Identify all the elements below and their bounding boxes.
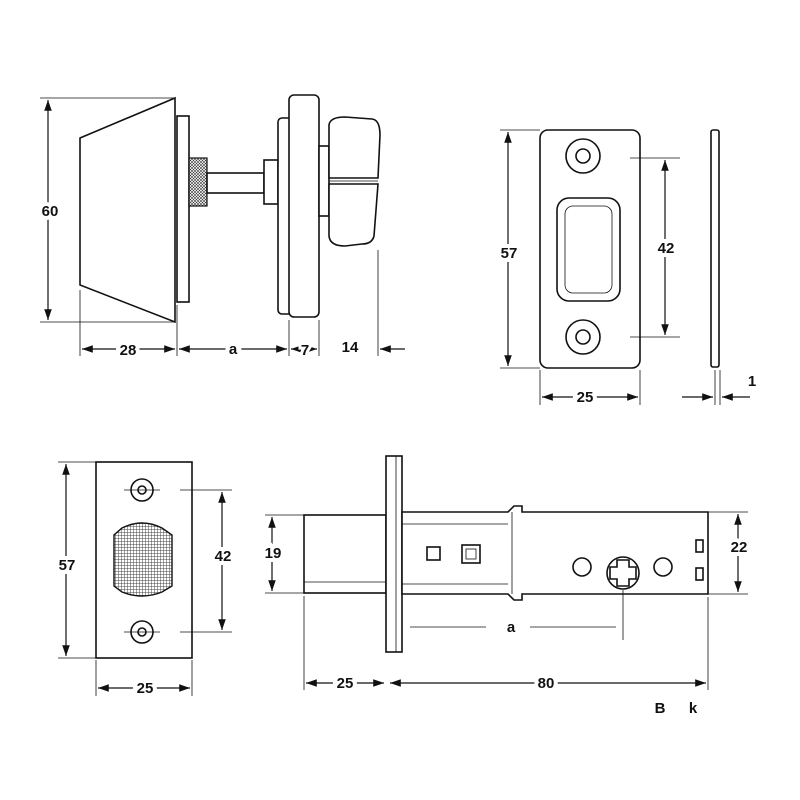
dim-rose: 7: [301, 342, 309, 359]
dim-latch-width: 25: [137, 680, 154, 697]
dim-case-length: 80: [538, 675, 555, 692]
thumb-turn-neck: [318, 145, 330, 217]
turn-rose-back: [288, 94, 320, 318]
latch-hole-left: [572, 557, 592, 577]
dim-knob-height: 60: [42, 203, 59, 220]
dim-bolt-length: 25: [337, 675, 354, 692]
dim-turn: 14: [342, 339, 359, 356]
dim-case-height: 22: [731, 539, 748, 556]
thumb-turn-lower: [328, 183, 379, 247]
dim-strike-width: 25: [577, 389, 594, 406]
latch-bolt-face: [113, 522, 173, 597]
dim-latch-height: 57: [59, 557, 76, 574]
knob-body: [79, 96, 176, 324]
footer-right-label: k: [689, 700, 698, 717]
latch-bolt: [303, 514, 387, 594]
dim-latch-holes: 42: [215, 548, 232, 565]
dim-spindle: a: [229, 341, 238, 358]
latch-square-hole-1: [426, 546, 441, 561]
dim-backset: a: [507, 619, 516, 636]
latch-case: [401, 505, 709, 601]
knurled-collar: [188, 157, 208, 207]
strike-plate-view: 57 42 25 1: [497, 129, 756, 410]
latch-side-view: 19 22 a 25 80: [261, 455, 751, 696]
footer-left-label: B: [655, 700, 666, 717]
thumb-turn-upper: [328, 116, 381, 179]
dim-strike-holes: 42: [658, 240, 675, 257]
dim-strike-height: 57: [501, 245, 518, 262]
dim-knob-width: 28: [120, 342, 137, 359]
dim-strike-thickness: 1: [748, 373, 756, 390]
spindle: [206, 172, 265, 194]
knob-side-view: 60 28 a 7 14: [38, 94, 405, 363]
knob-rose: [176, 115, 190, 303]
spindle-collar: [263, 159, 279, 205]
strike-latch-opening: [556, 197, 621, 302]
dim-bolt-height: 19: [265, 545, 282, 562]
latch-front-plate: [385, 455, 403, 653]
latch-square-hole-2: [461, 544, 481, 564]
latch-face-view: 57 42 25: [55, 461, 235, 701]
strike-plate-edge: [710, 129, 720, 368]
latch-hole-right: [653, 557, 673, 577]
